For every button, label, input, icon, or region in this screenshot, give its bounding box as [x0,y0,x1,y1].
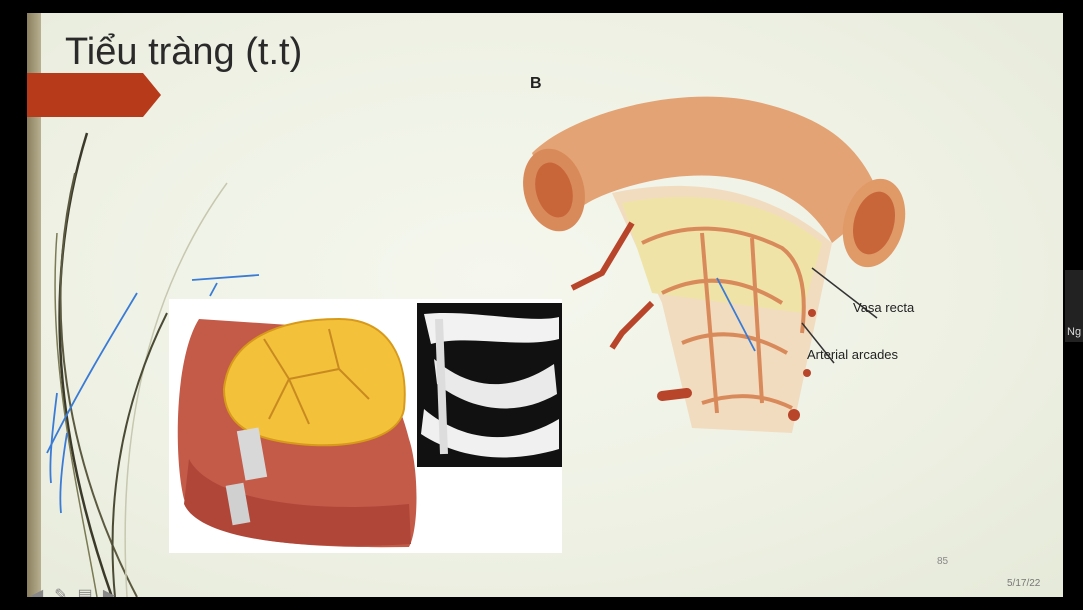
arrow-left-icon[interactable]: ◀ [30,587,44,597]
slideshow-nav: ◀ ✎ ▤ ▶ [27,585,119,597]
slide-left-bar [27,13,41,597]
arrow-right-icon[interactable]: ▶ [102,587,116,597]
figure-label: B [530,75,542,92]
pen-icon[interactable]: ✎ [54,587,68,597]
slide-title: Tiểu tràng (t.t) [65,31,303,73]
arterial-arcades-label: Arterial arcades [807,347,899,362]
slide-number: 85 [937,556,949,567]
small-intestine-illustration [169,299,562,553]
side-panel-tab[interactable]: Ng [1065,270,1083,342]
side-panel-label: Ng [1067,326,1082,338]
slide-date: 5/17/22 [1007,578,1041,589]
mesentery-vessels-illustration [502,73,932,453]
title-ribbon [27,73,161,117]
presentation-slide: Tiểu tràng (t.t) [27,13,1063,597]
menu-icon[interactable]: ▤ [77,587,93,597]
vasa-recta-label: Vasa recta [853,300,915,315]
